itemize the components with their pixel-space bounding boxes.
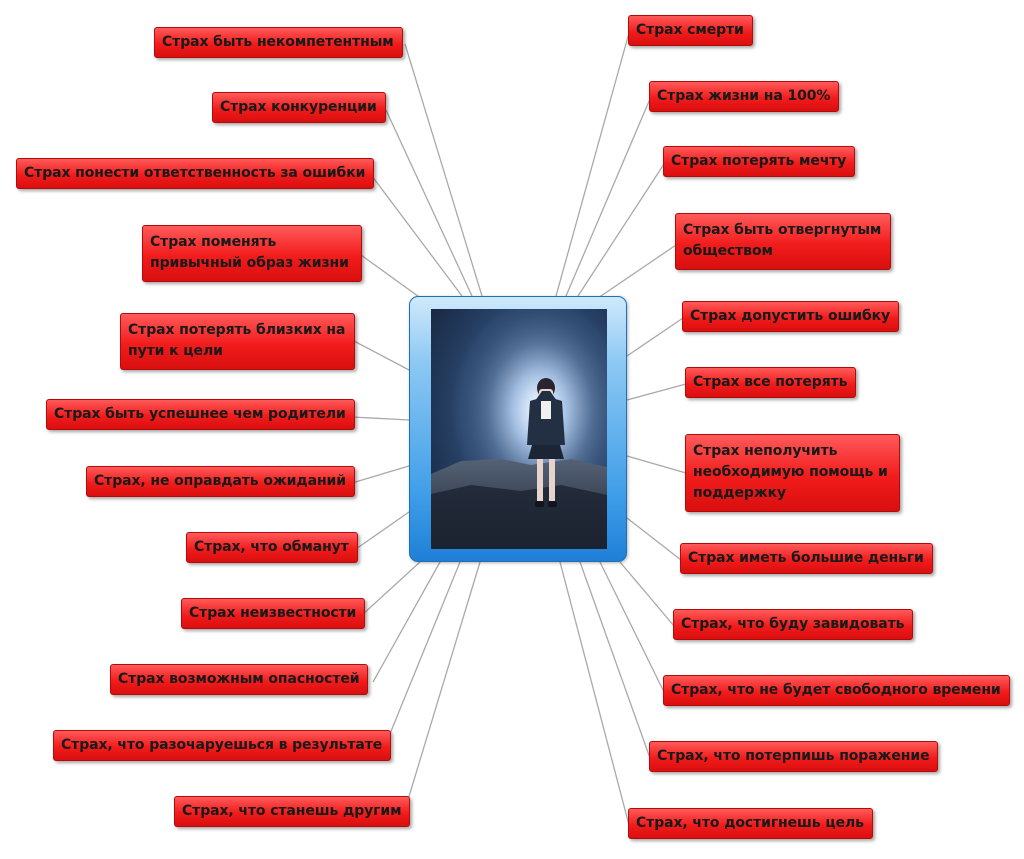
connector-l10 bbox=[372, 561, 441, 683]
connector-r6 bbox=[626, 383, 687, 401]
connector-l2 bbox=[385, 109, 473, 297]
connector-l6 bbox=[351, 416, 410, 421]
connector-l5 bbox=[353, 340, 410, 371]
connector-r8 bbox=[626, 517, 682, 561]
fear-node-lose-dream: Страх потерять мечту bbox=[663, 146, 856, 177]
connector-r3 bbox=[577, 163, 665, 297]
node-line: обществом bbox=[683, 243, 773, 259]
central-photo bbox=[431, 309, 607, 549]
connector-l3 bbox=[371, 175, 463, 297]
node-line: пути к цели bbox=[128, 343, 223, 359]
fear-node-incompetence: Страх быть некомпетентным bbox=[154, 27, 403, 58]
fear-node-defeat: Страх, что потерпишь поражение bbox=[649, 741, 939, 772]
fear-node-living-fully: Страх жизни на 100% bbox=[649, 81, 840, 112]
fear-node-reach-goal: Страх, что достигнешь цель bbox=[628, 808, 873, 839]
fear-node-change-lifestyle: Страх поменять привычный образ жизни bbox=[142, 225, 362, 282]
connector-r5 bbox=[626, 317, 684, 357]
node-line: Страх быть отвергнутым bbox=[683, 222, 882, 238]
fear-node-make-mistake: Страх допустить ошибку bbox=[682, 301, 900, 332]
connector-l1 bbox=[404, 43, 483, 297]
connector-r7 bbox=[626, 455, 687, 474]
connector-r1 bbox=[555, 32, 630, 297]
connector-r9 bbox=[619, 561, 675, 627]
node-line: Страх потерять близких на bbox=[128, 322, 346, 338]
connector-r11 bbox=[579, 561, 651, 759]
woman-figure bbox=[527, 378, 565, 507]
connector-l7 bbox=[351, 465, 410, 484]
fear-node-rejected-by-society: Страх быть отвергнутым обществом bbox=[675, 213, 891, 270]
node-line: привычный образ жизни bbox=[150, 255, 349, 271]
fear-node-lose-everything: Страх все потерять bbox=[685, 367, 857, 398]
connector-r4 bbox=[597, 244, 677, 299]
fear-node-deceived: Страх, что обманут bbox=[186, 532, 358, 563]
fear-node-death: Страх смерти bbox=[628, 15, 753, 46]
fear-node-not-meet-expectations: Страх, не оправдать ожиданий bbox=[86, 466, 355, 497]
fear-node-unknown: Страх неизвестности bbox=[181, 598, 366, 629]
fear-node-become-different: Страх, что станешь другим bbox=[174, 796, 411, 827]
connector-l8 bbox=[355, 511, 410, 550]
node-line: необходимую помощь и bbox=[693, 464, 888, 480]
fear-node-more-successful-than-parents: Страх быть успешнее чем родители bbox=[46, 399, 355, 430]
connector-l11 bbox=[384, 561, 461, 747]
fear-node-no-help: Страх неполучить необходимую помощь и по… bbox=[685, 434, 900, 512]
connector-r2 bbox=[565, 98, 651, 297]
fear-node-no-free-time: Страх, что не будет свободного времени bbox=[663, 675, 1010, 706]
fear-node-responsibility: Страх понести ответственность за ошибки bbox=[16, 158, 375, 189]
node-line: Страх поменять bbox=[150, 234, 277, 250]
fear-node-envy: Страх, что буду завидовать bbox=[673, 609, 914, 640]
connector-l12 bbox=[403, 561, 481, 814]
fear-node-big-money: Страх иметь большие деньги bbox=[680, 543, 933, 574]
node-line: поддержку bbox=[693, 485, 787, 501]
connector-l9 bbox=[361, 561, 421, 616]
connector-r12 bbox=[559, 561, 630, 826]
fear-node-dangers: Страх возможным опасностей bbox=[110, 664, 369, 695]
fear-node-lose-loved-ones: Страх потерять близких на пути к цели bbox=[120, 313, 355, 370]
woman-on-cliff-illustration bbox=[431, 309, 607, 549]
fear-node-disappointed-result: Страх, что разочаруешься в результате bbox=[53, 730, 392, 761]
node-line: Страх неполучить bbox=[693, 443, 838, 459]
fear-node-competition: Страх конкуренции bbox=[212, 92, 386, 123]
central-topic-frame bbox=[409, 296, 627, 562]
connector-r10 bbox=[599, 561, 665, 693]
